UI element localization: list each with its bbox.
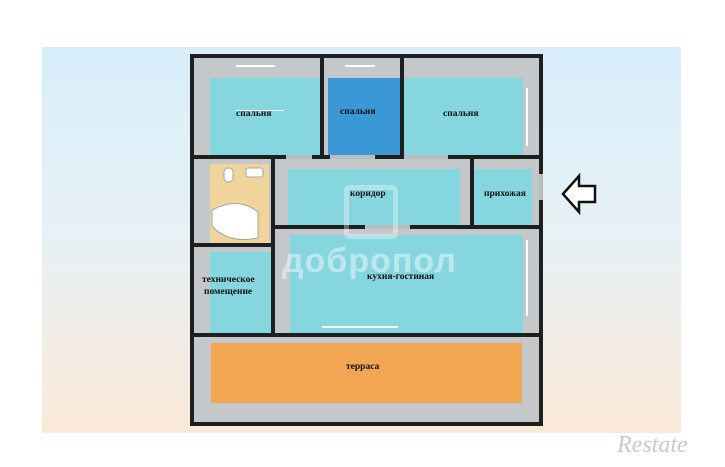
hallway [474,159,539,225]
corridor [275,159,470,225]
technical-room-label-line2: помещение [204,287,253,297]
hallway-label: прихожая [484,189,526,199]
room-name-bands [236,110,284,111]
arrow-left-icon [561,173,597,215]
bedroom-2-label: спальня [340,107,376,117]
bathroom [194,159,271,243]
bedroom-3-label: спальня [443,109,479,119]
brand-logo: Restate [617,432,688,458]
bedroom-2 [324,58,400,155]
walls [190,54,543,426]
bathtub-icon [211,203,259,240]
windows [236,65,528,328]
terrace [194,337,539,422]
technical-room-label-line1: техническое [202,275,255,285]
watermark-text: добропол [282,242,457,280]
living-kitchen-label: кухня-гостиная [367,272,435,282]
bedroom-1-label: спальня [236,109,272,119]
sink-icon [245,167,264,178]
watermark-logo [344,185,398,239]
bedroom-3 [404,58,539,155]
technical-room [194,247,271,333]
living-kitchen [275,229,539,333]
corridor-label: коридор [350,189,386,199]
terrace-label: терраса [346,362,380,372]
bedroom-1 [194,58,320,155]
toilet-icon [223,167,234,183]
